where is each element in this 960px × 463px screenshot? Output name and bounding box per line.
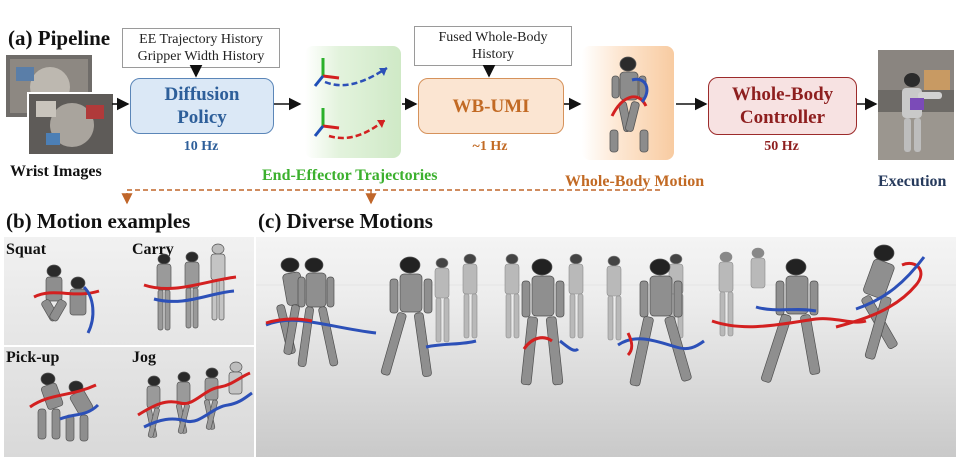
example-label-pickup: Pick-up: [6, 349, 60, 366]
squat-robot: [41, 264, 87, 322]
example-label-jog: Jog: [132, 349, 156, 366]
diverse-motions-figures: [256, 244, 956, 387]
controller-rate: 50 Hz: [764, 139, 799, 154]
whole-body-motion-graphic: [582, 46, 674, 160]
controller-box: Whole-Body Controller: [708, 77, 857, 135]
fused-history-line1: Fused Whole-Body: [438, 30, 548, 45]
wb-umi-box: WB-UMI: [418, 78, 564, 134]
diverse-motions-title: (c) Diverse Motions: [258, 209, 433, 233]
trajectories-caption: End-Effector Trajectories: [262, 167, 438, 184]
wrist-images-photo: [6, 55, 115, 156]
wrist-images-caption: Wrist Images: [10, 163, 102, 180]
pipeline-title: (a) Pipeline: [8, 26, 111, 50]
motion-examples-title: (b) Motion examples: [6, 209, 191, 233]
execution-caption: Execution: [878, 173, 947, 190]
foreground-robots: [276, 244, 898, 387]
diverse-motions-panel: [256, 237, 956, 457]
motion-examples-panel: Squat Carry Pick-up Jog: [4, 237, 254, 457]
examples-divider: [4, 345, 254, 347]
controller-line1: Whole-Body: [731, 84, 834, 105]
motion-examples-figures: [29, 243, 253, 442]
diffusion-policy-line2: Policy: [177, 107, 227, 128]
dashed-arrow-to-examples: [121, 189, 660, 205]
diffusion-policy-box: Diffusion Policy: [130, 78, 274, 134]
pipeline-arrows: [112, 64, 878, 205]
execution-photo: [878, 50, 954, 160]
controller-line2: Controller: [739, 107, 826, 128]
fused-history-line2: History: [472, 47, 514, 62]
background-robots: [434, 247, 766, 343]
ee-history-line2: Gripper Width History: [137, 49, 265, 64]
ee-history-line1: EE Trajectory History: [139, 32, 263, 47]
pickup-robots: [37, 372, 94, 442]
diffusion-policy-line1: Diffusion: [164, 84, 240, 105]
jog-robots: [146, 361, 243, 438]
motion-caption: Whole-Body Motion: [565, 173, 705, 190]
ee-trajectories-graphic: [305, 46, 401, 158]
example-label-squat: Squat: [6, 241, 47, 258]
fused-history-note: Fused Whole-Body History: [414, 26, 572, 66]
wb-umi-rate: ~1 Hz: [472, 139, 508, 154]
diffusion-policy-rate: 10 Hz: [183, 139, 219, 154]
